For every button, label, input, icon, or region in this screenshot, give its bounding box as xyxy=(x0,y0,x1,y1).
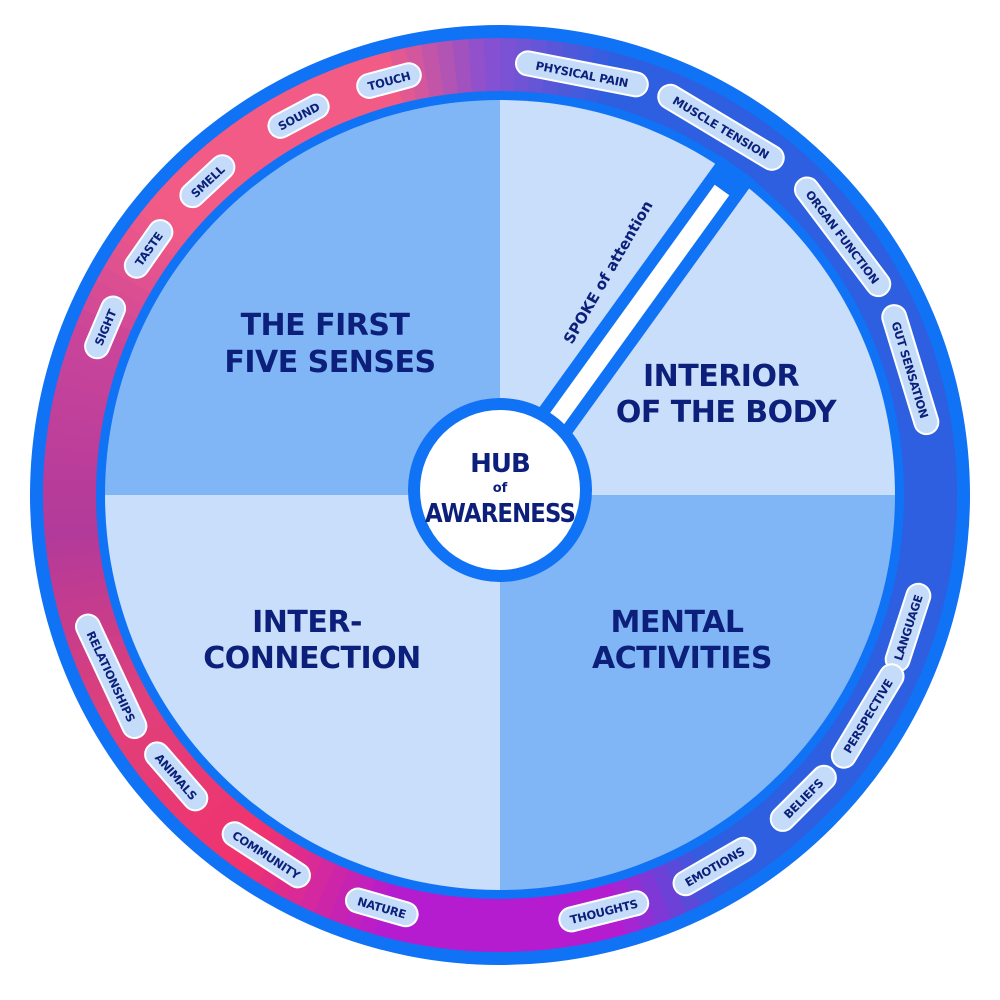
band-segment xyxy=(418,888,445,948)
band-segment xyxy=(757,144,808,200)
pill-touch: TOUCH xyxy=(356,62,422,99)
band-segment xyxy=(49,397,110,426)
band-segment xyxy=(244,106,290,164)
hub-line2: of xyxy=(493,481,508,496)
band-segment xyxy=(899,463,957,484)
pill-background xyxy=(144,741,209,812)
pill-background xyxy=(267,93,330,139)
band-segment xyxy=(149,187,205,238)
band-segment xyxy=(43,476,101,495)
quadrant-body-line2: OF THE BODY xyxy=(616,395,838,430)
band-segment xyxy=(511,894,532,952)
band-segment xyxy=(56,589,116,621)
band-segment xyxy=(96,264,155,308)
quadrant-body-title: INTERIOR OF THE BODY xyxy=(616,359,838,430)
pill-background xyxy=(356,62,422,99)
band-segment xyxy=(180,781,233,835)
band-segment xyxy=(43,492,101,511)
band-segment xyxy=(525,892,548,952)
quadrant-mental-line2: ACTIVITIES xyxy=(592,641,772,676)
pill-background xyxy=(672,836,757,897)
band-segment xyxy=(52,382,113,412)
band-segment xyxy=(893,550,953,577)
pill-background xyxy=(769,764,837,832)
pill-background xyxy=(84,295,127,360)
pill-nature: NATURE xyxy=(344,887,419,928)
pill-background xyxy=(558,890,650,933)
pill-background xyxy=(515,50,649,98)
band-segment xyxy=(895,536,955,561)
band-segment xyxy=(52,576,112,606)
quadrant-senses-line2: FIVE SENSES xyxy=(224,345,435,380)
hub-line1: HUB xyxy=(470,449,530,479)
quadrant-mental-line1: MENTAL xyxy=(611,605,744,640)
band-segment xyxy=(899,479,957,498)
quadrant-connection-line1: INTER- xyxy=(252,605,362,640)
band-segment xyxy=(328,64,366,125)
pill-background xyxy=(881,304,940,436)
band-segment xyxy=(636,65,674,125)
band-segment xyxy=(481,894,500,952)
pill-smell: SMELL xyxy=(179,154,236,209)
band-segment xyxy=(434,890,459,950)
band-segment xyxy=(218,123,267,180)
band-segment xyxy=(744,801,794,857)
pill-background xyxy=(830,663,905,769)
hub-of-awareness: HUB of AWARENESS xyxy=(408,398,592,582)
band-segment xyxy=(733,810,782,867)
pill-background xyxy=(793,176,892,298)
band-segment xyxy=(314,70,353,130)
hub-line3: AWARENESS xyxy=(425,499,575,529)
quadrant-body-line1: INTERIOR xyxy=(643,359,799,394)
band-segment xyxy=(634,865,672,926)
pill-background xyxy=(344,887,419,928)
pill-background xyxy=(221,821,311,889)
pill-background xyxy=(657,83,785,171)
pill-background xyxy=(123,219,174,279)
band-segment xyxy=(47,413,107,440)
band-segment xyxy=(311,859,351,919)
band-segment xyxy=(805,741,861,791)
band-segment xyxy=(897,447,957,470)
band-segment xyxy=(326,865,364,925)
band-segment xyxy=(647,860,686,920)
quadrant-mental-title: MENTAL ACTIVITIES xyxy=(592,605,772,676)
pill-background xyxy=(179,154,236,209)
quadrant-senses-line1: THE FIRST xyxy=(241,308,411,343)
band-segment xyxy=(49,562,109,591)
band-segment xyxy=(192,790,243,846)
band-segment xyxy=(890,564,951,593)
quadrant-connection-title: INTER- CONNECTION xyxy=(203,605,420,676)
band-segment xyxy=(45,429,105,454)
band-segment xyxy=(56,366,117,399)
quadrant-connection-line2: CONNECTION xyxy=(203,641,420,676)
band-segment xyxy=(484,38,503,96)
band-segment xyxy=(899,495,957,514)
band-segment xyxy=(119,716,177,764)
band-segment xyxy=(43,520,103,543)
band-segment xyxy=(468,38,489,96)
pill-background xyxy=(74,613,148,740)
band-segment xyxy=(853,280,912,322)
band-segment xyxy=(497,894,516,952)
band-segment xyxy=(231,114,279,172)
band-segment xyxy=(452,38,475,98)
band-segment xyxy=(500,38,519,96)
band-segment xyxy=(43,506,101,527)
band-segment xyxy=(60,351,121,385)
band-segment xyxy=(767,155,820,209)
band-segment xyxy=(297,853,338,913)
quadrant-senses-title: THE FIRST FIVE SENSES xyxy=(224,308,435,380)
